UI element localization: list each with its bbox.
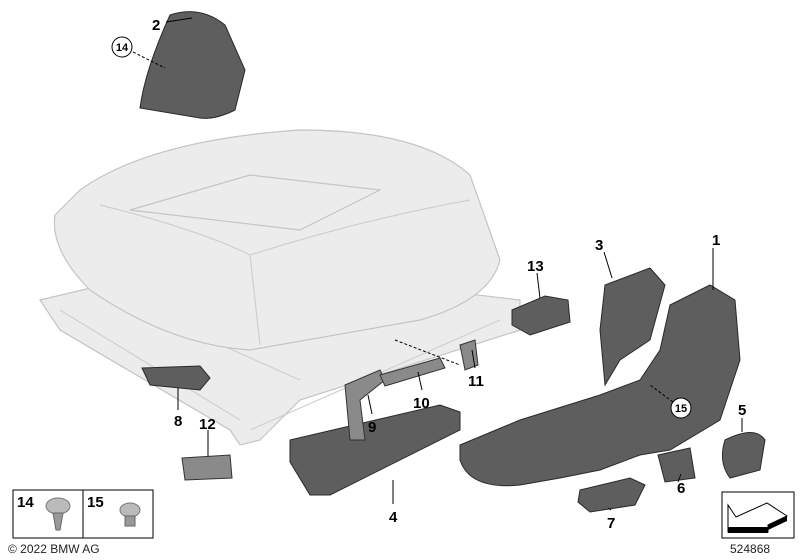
callout-14-circle (111, 36, 133, 58)
legend-15-label: 15 (87, 494, 104, 511)
callout-12[interactable]: 12 (199, 416, 216, 433)
part-5[interactable] (721, 432, 766, 479)
callout-2[interactable]: 2 (152, 17, 160, 34)
part-2[interactable] (139, 11, 246, 119)
callout-6[interactable]: 6 (677, 480, 685, 497)
callout-7[interactable]: 7 (607, 515, 615, 532)
callout-15-circle (670, 397, 692, 419)
callout-15[interactable]: 15 (675, 403, 687, 415)
arrow-direction-icon (721, 491, 795, 539)
leader-lines (132, 17, 743, 511)
part-4[interactable] (289, 404, 461, 496)
part-1[interactable] (459, 284, 741, 487)
part-3[interactable] (599, 267, 666, 387)
callout-14[interactable]: 14 (116, 42, 129, 54)
callout-8[interactable]: 8 (174, 413, 182, 430)
callout-4[interactable]: 4 (389, 509, 398, 526)
screw-icon (119, 502, 141, 527)
part-8[interactable] (141, 365, 211, 391)
part-10[interactable] (379, 357, 446, 387)
callout-11[interactable]: 11 (468, 373, 484, 390)
part-13[interactable] (511, 295, 571, 336)
callout-5[interactable]: 5 (738, 402, 746, 419)
seat-cushion-ghost (39, 129, 521, 446)
callout-9[interactable]: 9 (368, 419, 376, 436)
callout-1[interactable]: 1 (712, 232, 720, 249)
callout-10[interactable]: 10 (413, 395, 430, 412)
part-9[interactable] (344, 369, 386, 441)
part-12[interactable] (181, 454, 233, 481)
copyright-text: © 2022 BMW AG (8, 542, 100, 556)
diagram-number: 524868 (730, 542, 770, 556)
part-7[interactable] (577, 477, 646, 513)
screw-icon (45, 497, 71, 531)
part-11[interactable] (459, 339, 479, 371)
callout-13[interactable]: 13 (527, 258, 544, 275)
part-6[interactable] (657, 447, 696, 483)
legend-14-label: 14 (17, 494, 34, 511)
fastener-legend: 14 15 (12, 489, 154, 539)
callout-3[interactable]: 3 (595, 237, 603, 254)
